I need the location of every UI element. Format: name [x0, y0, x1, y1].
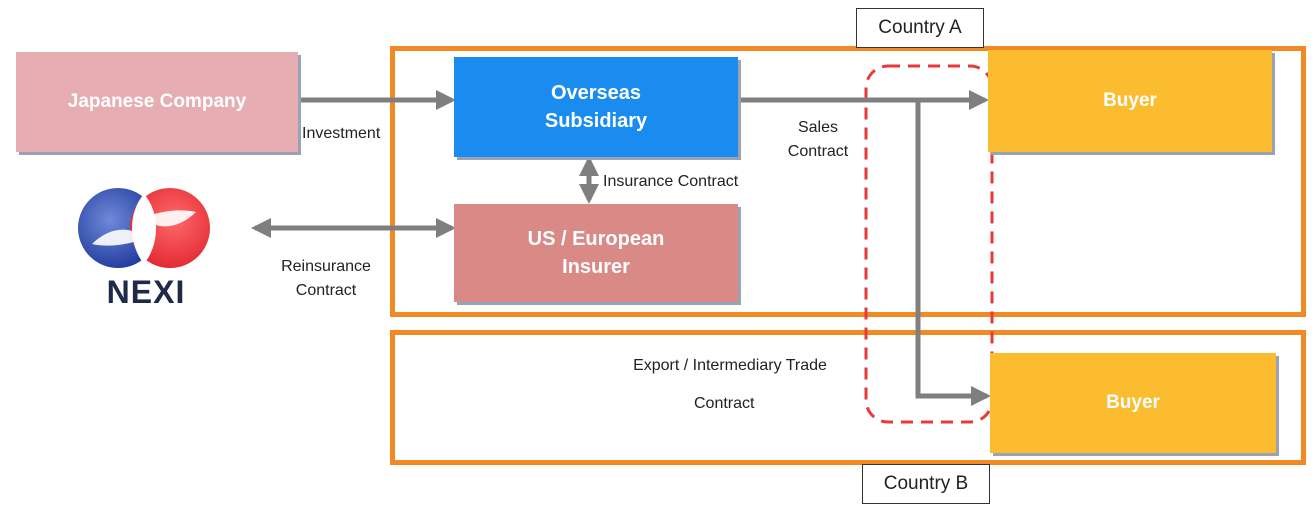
country-a-label: Country A — [856, 8, 984, 48]
reinsurance-label-line1: Reinsurance — [281, 258, 371, 275]
sales-contract-label-line2: Contract — [787, 143, 849, 160]
investment-label: Investment — [302, 125, 381, 142]
insurer-label-line2: Insurer — [562, 256, 630, 278]
nexi-logo-icon — [78, 188, 210, 268]
nexi-logo: NEXI — [66, 186, 226, 316]
insurer-box: US / European Insurer — [454, 204, 738, 302]
buyer-a-label: Buyer — [1103, 90, 1157, 111]
insurer-label-line1: US / European — [527, 228, 665, 250]
country-a-frame — [390, 46, 1306, 317]
country-b-label: Country B — [862, 464, 990, 504]
nexi-logo-text: NEXI — [106, 274, 186, 310]
buyer-a-box: Buyer — [988, 50, 1272, 152]
overseas-subsidiary-box: Overseas Subsidiary — [454, 57, 738, 157]
reinsurance-label: Reinsurance Contract — [262, 255, 390, 303]
sales-contract-label-line1: Sales — [797, 119, 839, 136]
reinsurance-label-line2: Contract — [295, 282, 357, 299]
export-contract-label-line2: Contract — [694, 395, 755, 412]
export-contract-label-line1: Export / Intermediary Trade — [633, 357, 827, 374]
insurance-contract-label: Insurance Contract — [603, 173, 739, 190]
overseas-subsidiary-label-line1: Overseas — [550, 82, 642, 104]
sales-contract-label: Sales Contract — [770, 116, 866, 164]
country-b-frame — [390, 330, 1306, 465]
export-contract-label: Export / Intermediary Trade Contract — [600, 354, 860, 416]
dashed-boundary — [864, 64, 994, 424]
japanese-company-label: Japanese Company — [67, 91, 247, 112]
buyer-b-label: Buyer — [1106, 392, 1160, 413]
export-arrow — [915, 100, 991, 406]
overseas-subsidiary-label-line2: Subsidiary — [544, 110, 648, 132]
buyer-b-box: Buyer — [990, 353, 1276, 453]
japanese-company-box: Japanese Company — [16, 52, 298, 152]
